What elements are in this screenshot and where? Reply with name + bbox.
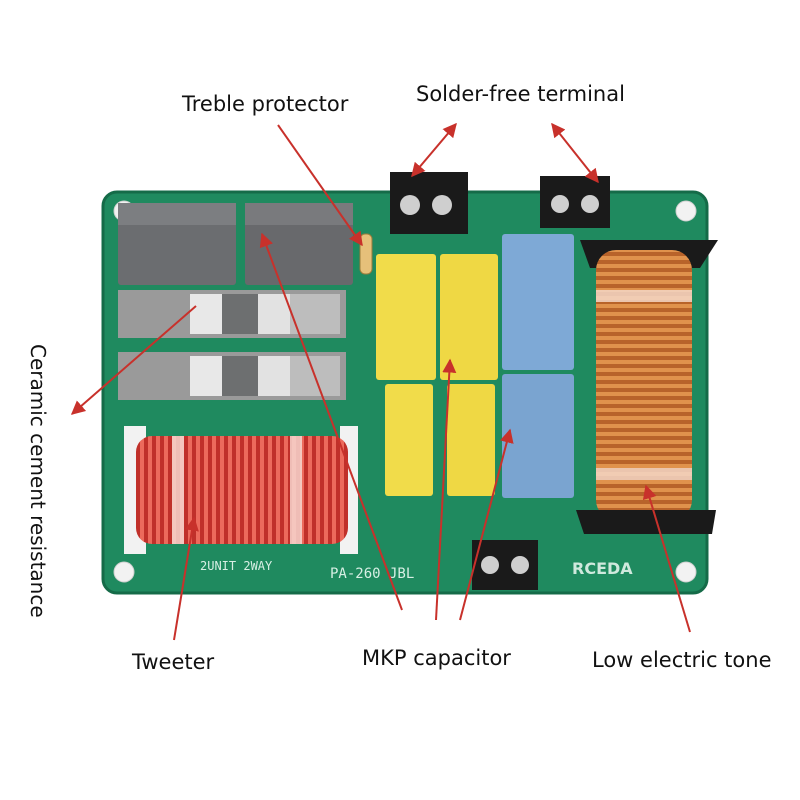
callout-tweeter: Tweeter bbox=[132, 650, 215, 674]
callout-solder-free-terminal: Solder-free terminal bbox=[416, 82, 625, 106]
arrow-terminal-right bbox=[551, 122, 599, 184]
callout-ceramic-cement-resistance: Ceramic cement resistance bbox=[26, 344, 50, 618]
ceramic-resistor bbox=[118, 352, 346, 400]
unit-silkscreen: 2UNIT 2WAY bbox=[200, 559, 273, 573]
tweeter-coil bbox=[124, 426, 358, 554]
mounting-hole bbox=[675, 200, 697, 222]
mkp-capacitor bbox=[385, 384, 433, 496]
callout-mkp-capacitor: MKP capacitor bbox=[362, 646, 511, 670]
arrow-low-tone bbox=[642, 484, 691, 633]
low-frequency-coil bbox=[576, 240, 718, 534]
grey-capacitor-top bbox=[118, 203, 236, 225]
ceramic-resistor bbox=[118, 290, 346, 338]
grey-capacitor-top bbox=[245, 203, 353, 225]
model-silkscreen: PA-260 JBL bbox=[330, 566, 414, 582]
arrow-ceramic-resistance bbox=[70, 305, 197, 415]
callout-low-electric-tone: Low electric tone bbox=[592, 648, 772, 672]
treble-protector-component bbox=[359, 233, 373, 275]
arrow-terminal-left bbox=[411, 122, 457, 178]
mounting-hole bbox=[113, 561, 135, 583]
arrow-tweeter bbox=[173, 516, 199, 641]
arrow-mkp-3 bbox=[459, 428, 514, 621]
solder-free-terminal bbox=[540, 176, 610, 228]
callout-treble-protector: Treble protector bbox=[182, 92, 349, 116]
mkp-capacitor bbox=[440, 254, 498, 380]
mkp-capacitor bbox=[376, 254, 436, 380]
arrow-mkp-2 bbox=[435, 358, 457, 621]
mkp-capacitor bbox=[447, 384, 495, 496]
mounting-hole bbox=[675, 561, 697, 583]
blue-capacitor bbox=[502, 374, 574, 498]
solder-free-terminal bbox=[472, 540, 538, 590]
arrow-mkp-1 bbox=[259, 232, 403, 611]
solder-free-terminal bbox=[390, 172, 468, 234]
arrow-treble-protector bbox=[277, 124, 363, 247]
brand-silkscreen: RCEDA bbox=[572, 559, 633, 578]
blue-capacitor bbox=[502, 234, 574, 370]
